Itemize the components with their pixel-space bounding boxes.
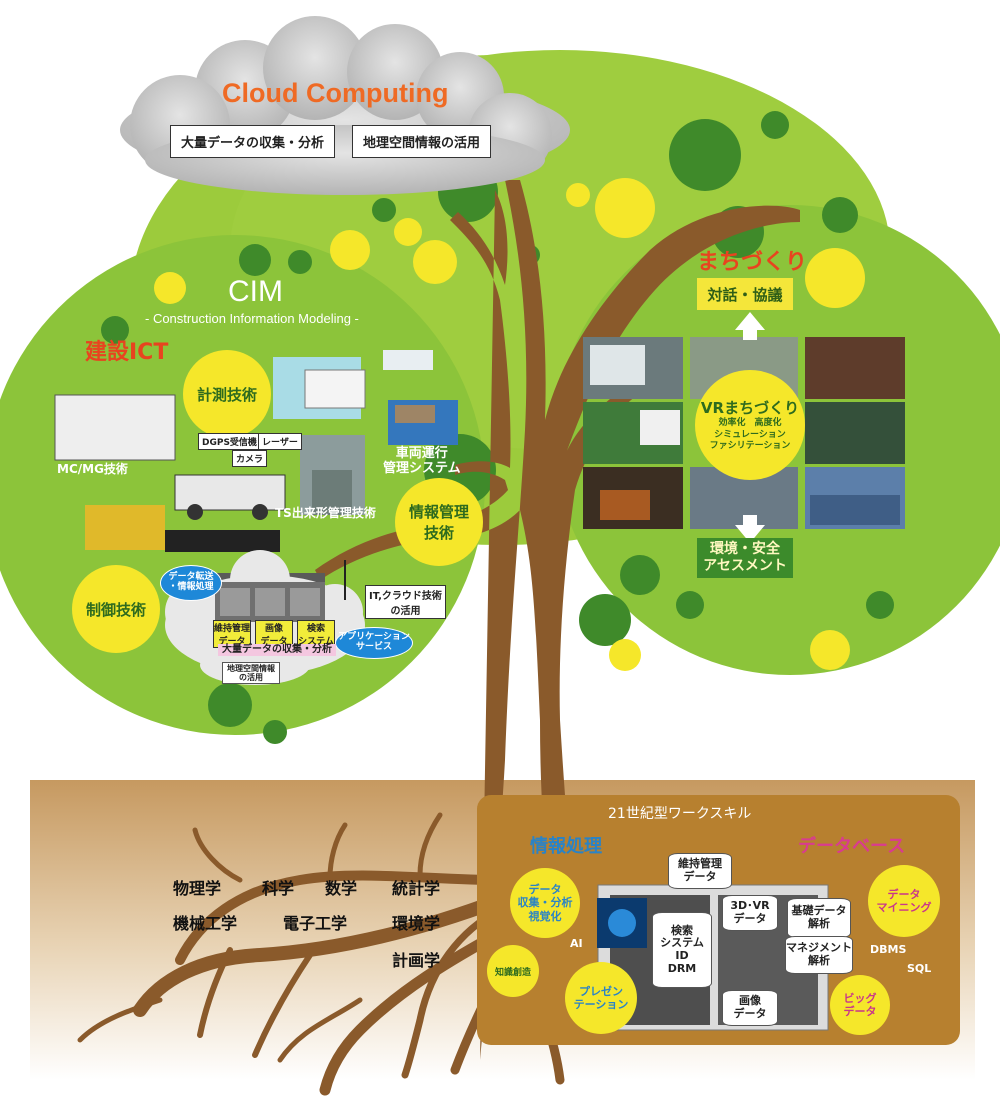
dgps-label: DGPS受信機 [198,433,261,450]
info-processing-heading: 情報処理 [530,836,602,857]
sql-label: SQL [907,962,932,975]
it-cloud-label: IT,クラウド技術 の活用 [365,585,446,619]
data-mining-circle: データ マイニング [868,865,940,937]
discipline-electronics: 電子工学 [283,914,348,933]
search-system-db: 検索 システム ID DRM [652,912,712,988]
big-data-circle: ビッグ データ [830,975,890,1035]
cloud-title: Cloud Computing [222,78,449,108]
measurement-tech-circle: 計測技術 [183,350,271,438]
cim-subtitle: - Construction Information Modeling - [145,311,359,326]
cloud-box-data-collection: 大量データの収集・分析 [170,125,336,158]
discipline-math: 数学 [325,879,358,898]
laser-label: レーザー [258,433,302,450]
big-data-label: ビッグ データ [843,991,877,1018]
info-management-circle: 情報管理 技術 [395,478,483,566]
construction-ict-heading: 建設ICT [85,340,169,365]
data-viz-label: データ 収集・分析 視覚化 [517,883,573,923]
tree-trunk [315,180,800,1060]
discipline-statistics: 統計学 [392,879,441,898]
dialogue-sign: 対話・協議 [697,278,793,310]
cim-title: CIM [228,275,283,308]
info-management-label: 情報管理 技術 [408,503,469,542]
ai-label: AI [570,937,583,950]
data-transfer-bubble: データ転送 ・情報処理 [160,565,222,601]
vr-title: VRまちづくり [700,398,800,417]
vr-town-planning-circle: VRまちづくり 効率化 高度化 シミュレーション ファシリテーション [695,370,805,480]
presentation-circle: プレゼン テーション [565,962,637,1034]
environment-assessment-sign: 環境・安全 アセスメント [697,538,793,578]
geospatial-tag: 地理空間情報 の活用 [222,662,280,685]
knowledge-label: 知識創造 [494,967,531,978]
discipline-planning: 計画学 [392,951,441,970]
database-heading: データベース [798,836,906,857]
discipline-environment: 環境学 [392,914,441,933]
data-mining-label: データ マイニング [876,887,932,914]
presentation-label: プレゼン テーション [573,984,629,1011]
knowledge-circle: 知識創造 [487,945,539,997]
vr-data-db: 3D･VR データ [722,895,778,931]
data-collection-strip: 大量データの収集・分析 [218,644,336,656]
camera-label: カメラ [232,450,268,467]
skills-title: 21世紀型ワークスキル [608,806,752,822]
control-tech-label: 制御技術 [85,600,146,619]
mcmg-label: MC/MG技術 [57,462,128,476]
control-tech-circle: 制御技術 [72,565,160,653]
discipline-mechanical: 機械工学 [173,914,238,933]
dbms-label: DBMS [870,943,907,956]
search-system-tag: 検索 システム [297,620,335,648]
management-analysis-db: マネジメント 解析 [785,936,853,974]
ts-label: TS出来形管理技術 [275,506,376,520]
basic-analysis-db: 基礎データ 解析 [787,898,851,938]
image-data-db: 画像 データ [722,990,778,1026]
vr-subtitle: 効率化 高度化 シミュレーション ファシリテーション [709,417,791,452]
discipline-science: 科学 [262,879,295,898]
cim-illustrations [54,350,458,648]
cloud-box-geospatial: 地理空間情報の活用 [352,125,492,158]
data-viz-circle: データ 収集・分析 視覚化 [510,868,580,938]
application-service-bubble: アプリケーション サービス [335,627,413,659]
maintenance-data-db: 維持管理 データ [668,853,732,889]
measurement-tech-label: 計測技術 [196,385,257,404]
town-planning-heading: まちづくり [697,250,808,275]
discipline-physics: 物理学 [173,879,222,898]
vehicle-management-label: 車両運行 管理システム [383,446,461,476]
